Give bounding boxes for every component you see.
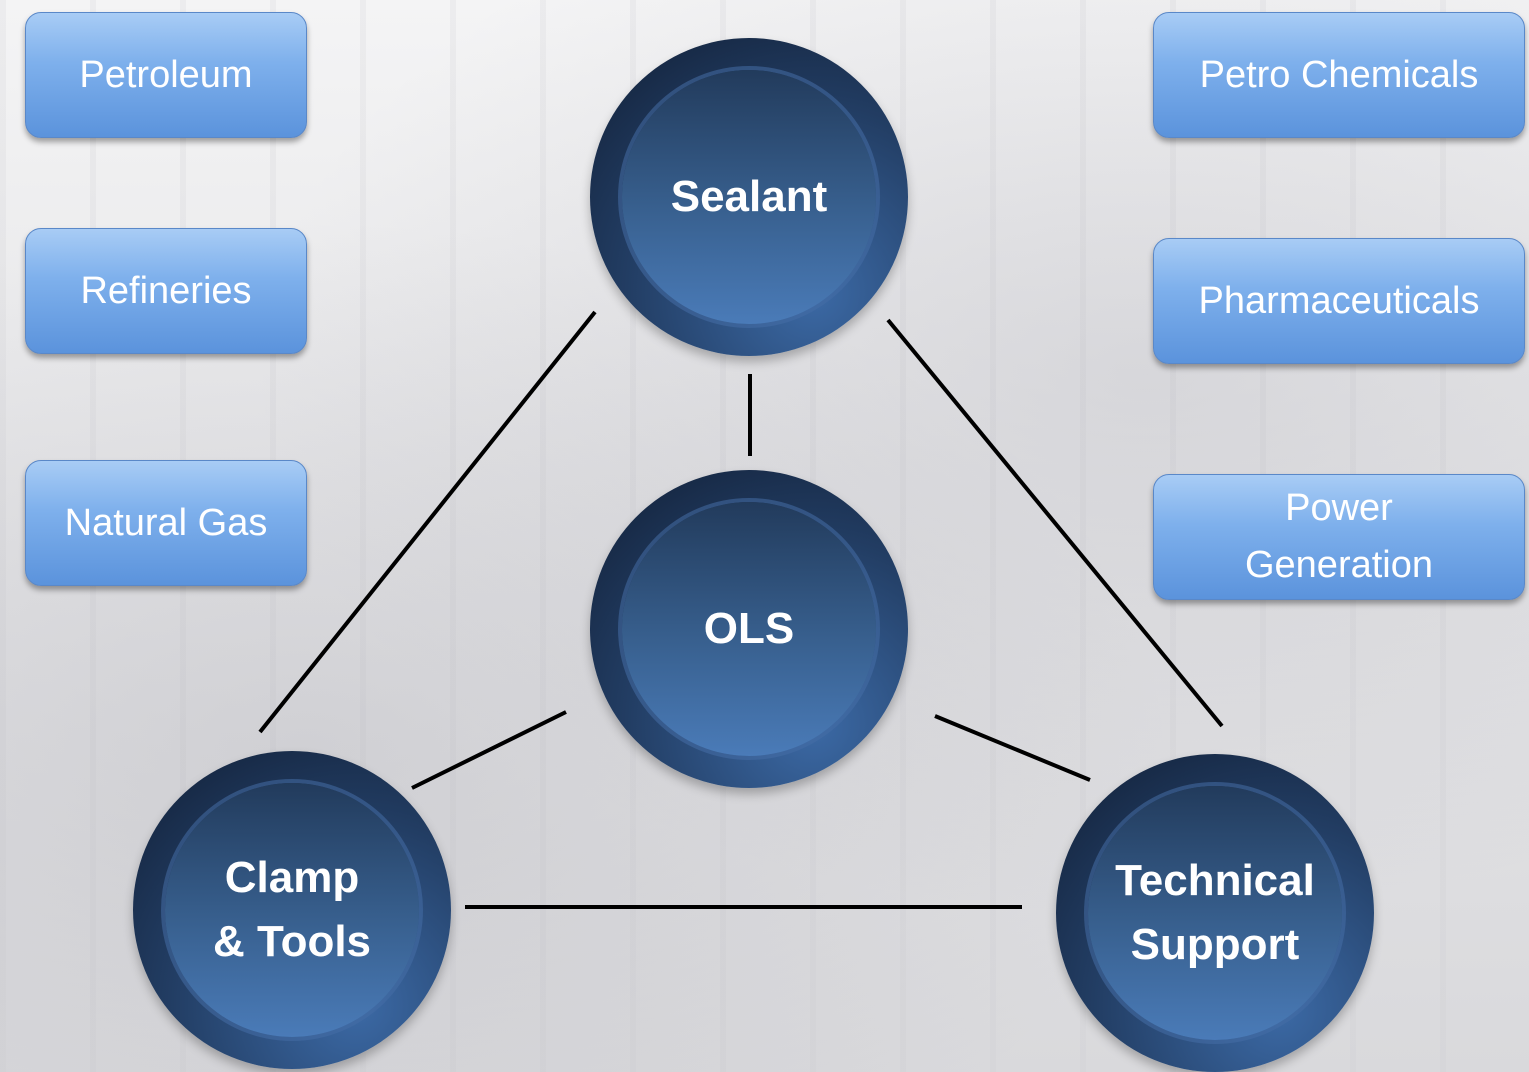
node-label: OLS: [703, 604, 795, 654]
industry-label: Power Generation: [1244, 487, 1433, 586]
node-clamp-tools: Clamp & Tools: [133, 751, 451, 1069]
industry-box-petroleum: Petroleum: [25, 12, 307, 138]
connector-ols-clamp: [411, 710, 567, 790]
industry-label: Natural Gas: [64, 501, 268, 544]
node-sealant: Sealant: [590, 38, 908, 356]
connector-sealant-clamp: [258, 310, 597, 734]
node-clamp-tools-inner: Clamp & Tools: [165, 783, 419, 1037]
node-ols-inner: OLS: [622, 502, 876, 756]
industry-box-natural-gas: Natural Gas: [25, 460, 307, 586]
connector-sealant-technical: [886, 318, 1224, 728]
node-sealant-inner: Sealant: [622, 70, 876, 324]
industry-box-refineries: Refineries: [25, 228, 307, 354]
node-label: Technical Support: [1115, 856, 1315, 969]
industry-box-pharmaceuticals: Pharmaceuticals: [1153, 238, 1525, 364]
node-ols: OLS: [590, 470, 908, 788]
industry-label: Refineries: [80, 269, 252, 312]
industry-box-petro-chemicals: Petro Chemicals: [1153, 12, 1525, 138]
node-technical-support: Technical Support: [1056, 754, 1374, 1072]
industry-box-power-generation: Power Generation: [1153, 474, 1525, 600]
industry-label: Petroleum: [79, 53, 253, 96]
node-label: Clamp & Tools: [212, 853, 372, 966]
industry-label: Pharmaceuticals: [1198, 279, 1480, 322]
node-label: Sealant: [670, 172, 828, 222]
node-technical-support-inner: Technical Support: [1088, 786, 1342, 1040]
connector-ols-technical: [934, 714, 1091, 782]
industry-label: Petro Chemicals: [1199, 53, 1479, 96]
